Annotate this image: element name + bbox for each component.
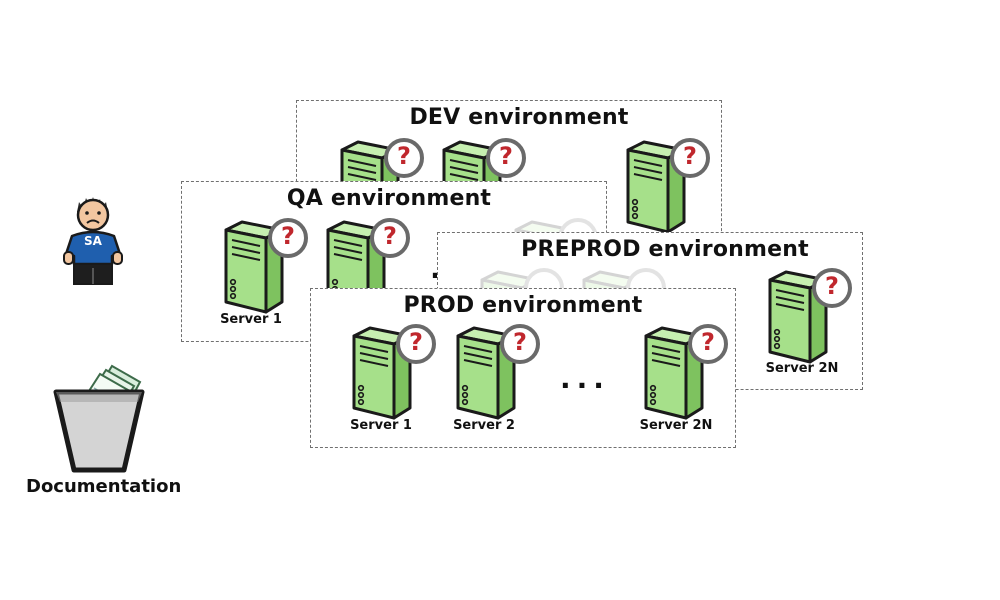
server-icon: ?: [624, 136, 720, 246]
question-mark: ?: [383, 222, 397, 250]
ellipsis: ...: [560, 362, 610, 395]
server-icon: ?: [350, 322, 446, 432]
server-icon: ?: [338, 136, 434, 246]
server-icon: ?: [642, 322, 738, 432]
server-icon: ?: [454, 322, 550, 432]
env-title-preprod: PREPROD environment: [521, 237, 809, 262]
question-mark: ?: [683, 142, 697, 170]
question-mark: ?: [409, 328, 423, 356]
question-mark: ?: [513, 328, 527, 356]
server-icon: ?: [222, 216, 318, 326]
trash-bin-icon: [53, 364, 145, 473]
server-icon: ?: [324, 216, 420, 326]
question-mark: ?: [499, 142, 513, 170]
server-icon: ?: [440, 136, 536, 246]
sysadmin-badge: SA: [84, 234, 102, 248]
env-title-dev: DEV environment: [409, 105, 629, 130]
documentation-label: Documentation: [26, 476, 182, 497]
documentation-trash: [50, 362, 160, 474]
server-label: Server 2: [453, 418, 515, 433]
server-label: Server 2N: [765, 361, 839, 376]
question-mark: ?: [397, 142, 411, 170]
env-title-prod: PROD environment: [403, 293, 643, 318]
server-label: Server 1: [350, 418, 412, 433]
sysadmin-figure: SA: [58, 192, 128, 288]
server-label: Server 1: [220, 312, 282, 327]
question-mark: ?: [701, 328, 715, 356]
env-title-qa: QA environment: [286, 186, 492, 211]
server-label: Server 2N: [639, 418, 713, 433]
question-mark: ?: [281, 222, 295, 250]
person-icon: [63, 197, 123, 285]
question-mark: ?: [825, 272, 839, 300]
server-icon: ?: [766, 266, 862, 376]
